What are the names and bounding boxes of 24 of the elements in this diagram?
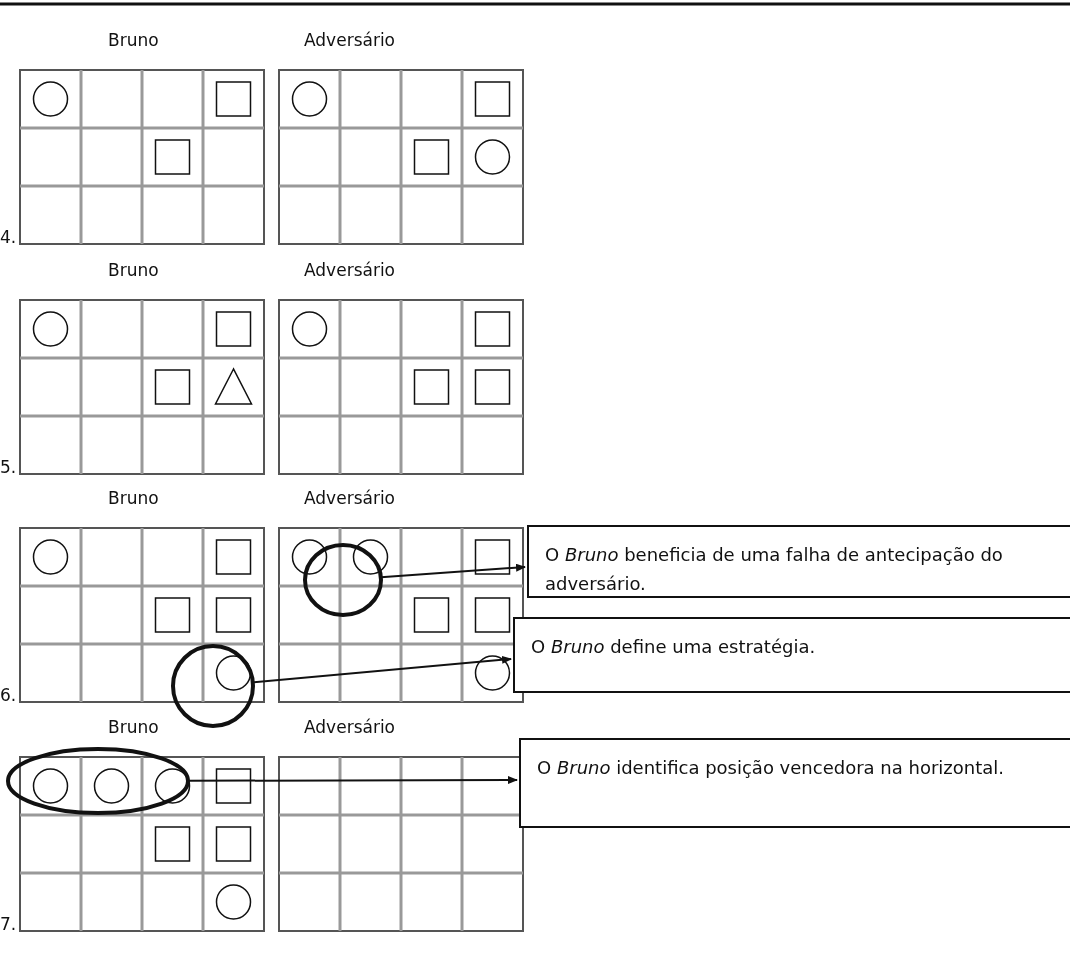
row-number: 5. xyxy=(0,457,17,477)
highlight-ellipse xyxy=(6,747,190,815)
player-label: Adversário xyxy=(304,260,396,280)
player-label: Bruno xyxy=(108,488,159,508)
player-label: Bruno xyxy=(108,260,159,280)
row-number: 6. xyxy=(0,685,17,705)
callout-text: O Bruno identifica posição vencedora na horizontal. xyxy=(537,756,1005,780)
row-number: 7. xyxy=(0,914,17,934)
player-label: Bruno xyxy=(108,30,159,50)
highlight-ellipse xyxy=(171,644,255,728)
arrow xyxy=(379,563,526,579)
callout-box xyxy=(519,738,1070,828)
player-label: Adversário xyxy=(304,30,396,50)
callout-box xyxy=(513,617,1070,693)
highlight-ellipse xyxy=(303,543,383,617)
callout-text: O Bruno beneficia de uma falha de antecipação do adversário. xyxy=(545,543,1004,596)
row-number: 4. xyxy=(0,227,17,247)
player-label: Adversário xyxy=(304,488,396,508)
arrow xyxy=(187,776,518,784)
callout-text: O Bruno define uma estratégia. xyxy=(531,635,817,659)
player-label: Adversário xyxy=(304,717,396,737)
callout-box xyxy=(527,525,1070,598)
arrow xyxy=(251,655,512,684)
player-label: Bruno xyxy=(108,717,159,737)
